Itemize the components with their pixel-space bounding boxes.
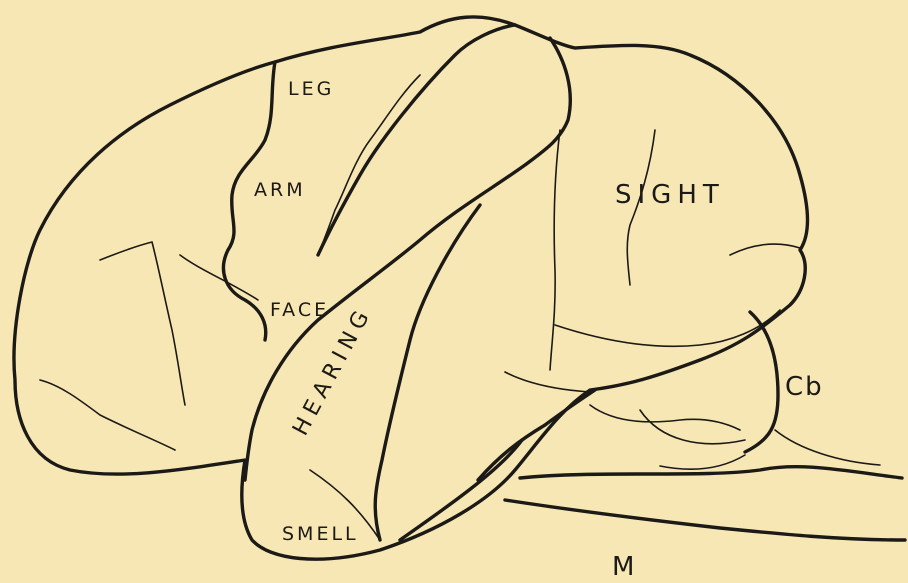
sulcus-line: [730, 244, 800, 255]
motor-band-outline: [245, 38, 570, 480]
sulcus-line: [100, 242, 185, 405]
cerebellum-outline: [745, 312, 778, 452]
sulcus-line: [318, 75, 420, 255]
label-hearing: HEARING: [288, 302, 377, 440]
cerebellum-fold: [775, 430, 880, 465]
sulcus-line: [40, 380, 175, 450]
label-arm: ARM: [254, 179, 306, 201]
sulcus-line: [555, 310, 780, 346]
cerebellum-fold: [640, 410, 745, 444]
cerebellum-fold: [660, 455, 745, 469]
sulcus-line: [505, 372, 590, 392]
label-medulla: M: [612, 552, 636, 582]
medulla-outline: [505, 500, 905, 540]
cerebrum-outline: [14, 17, 807, 559]
brain-stem-outline: [520, 467, 902, 478]
label-leg: LEG: [288, 78, 334, 100]
temporal-lobe-outline: [375, 205, 480, 540]
label-sight: SIGHT: [615, 180, 725, 210]
sulcus-line: [180, 255, 258, 300]
cerebellum-fold: [590, 405, 740, 430]
sulcus-line: [550, 130, 560, 370]
motor-band-outline: [318, 25, 515, 255]
label-cerebellum: Cb: [785, 372, 824, 402]
central-sulcus: [223, 62, 275, 340]
label-smell: SMELL: [282, 523, 359, 545]
label-face: FACE: [270, 299, 329, 321]
